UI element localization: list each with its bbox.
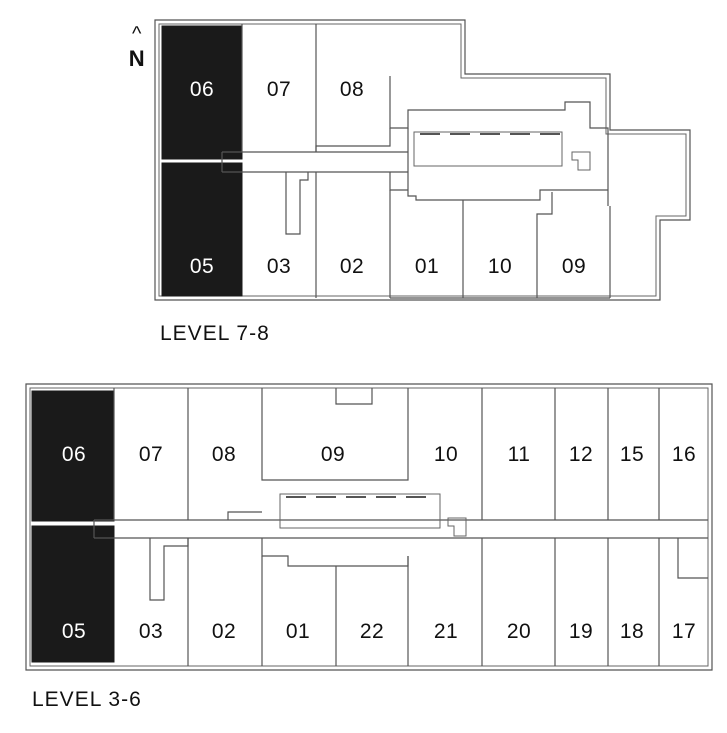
upper-level-label: LEVEL 7-8 <box>160 322 270 345</box>
upper-unit-05-fill <box>161 162 243 297</box>
lower-shaft <box>149 538 189 601</box>
lower-floor-plan: 06 07 08 09 10 11 12 15 16 05 03 02 01 2… <box>25 383 713 711</box>
upper-corridor <box>221 151 408 173</box>
lower-unit-label: 22 <box>360 620 384 643</box>
north-indicator: ^ N <box>129 23 145 71</box>
north-letter: N <box>129 46 145 71</box>
upper-divider <box>536 192 553 298</box>
upper-stair <box>571 151 591 171</box>
lower-unit-label: 02 <box>212 620 236 643</box>
north-arrow: ^ <box>132 23 142 45</box>
lower-unit-label: 10 <box>434 443 458 466</box>
lower-core-inner <box>279 493 441 529</box>
upper-unit-06-fill <box>161 25 243 160</box>
lower-level-label: LEVEL 3-6 <box>32 688 142 711</box>
upper-unit-label: 10 <box>488 255 512 278</box>
upper-inner-wall <box>158 23 687 297</box>
lower-divider <box>261 388 409 481</box>
upper-core <box>407 128 608 201</box>
lower-corridor <box>93 519 708 539</box>
upper-unit-label: 03 <box>267 255 291 278</box>
lower-unit-label: 07 <box>139 443 163 466</box>
lower-shaft <box>677 538 708 579</box>
upper-unit-label: 09 <box>562 255 586 278</box>
upper-core-inner <box>413 131 563 167</box>
lower-unit-label: 09 <box>321 443 345 466</box>
lower-unit-label: 19 <box>569 620 593 643</box>
lower-outer-wall <box>25 383 713 671</box>
lower-unit-label: 11 <box>508 443 531 466</box>
upper-unit-label: 07 <box>267 78 291 101</box>
upper-divider <box>389 172 408 191</box>
lower-divider <box>227 511 262 520</box>
upper-shaft <box>285 172 309 235</box>
lower-unit-label: 15 <box>620 443 644 466</box>
lower-unit-label: 06 <box>62 443 86 466</box>
lower-unit-label: 03 <box>139 620 163 643</box>
lower-unit-label: 16 <box>672 443 696 466</box>
lower-unit-label: 08 <box>212 443 236 466</box>
upper-divider <box>315 128 391 152</box>
lower-unit-label: 21 <box>434 620 458 643</box>
upper-unit-label: 08 <box>340 78 364 101</box>
lower-unit-label: 12 <box>569 443 593 466</box>
upper-core-wall <box>389 76 609 206</box>
lower-unit-label: 01 <box>286 620 310 643</box>
lower-core-wall <box>261 538 409 567</box>
lower-unit-label: 17 <box>672 620 696 643</box>
lower-unit-05-fill <box>31 525 115 663</box>
upper-unit-label: 05 <box>190 255 214 278</box>
upper-unit-label: 01 <box>415 255 439 278</box>
lower-unit-label: 05 <box>62 620 86 643</box>
upper-unit-label: 02 <box>340 255 364 278</box>
lower-unit-label: 18 <box>620 620 644 643</box>
lower-stair <box>447 517 467 537</box>
upper-unit-label: 06 <box>190 78 214 101</box>
lower-balcony-notch <box>335 388 373 405</box>
lower-unit-label: 20 <box>507 620 531 643</box>
upper-floor-plan: 06 07 08 05 03 02 01 10 09 LEVEL 7-8 <box>154 19 691 345</box>
upper-outer-wall <box>154 19 691 301</box>
